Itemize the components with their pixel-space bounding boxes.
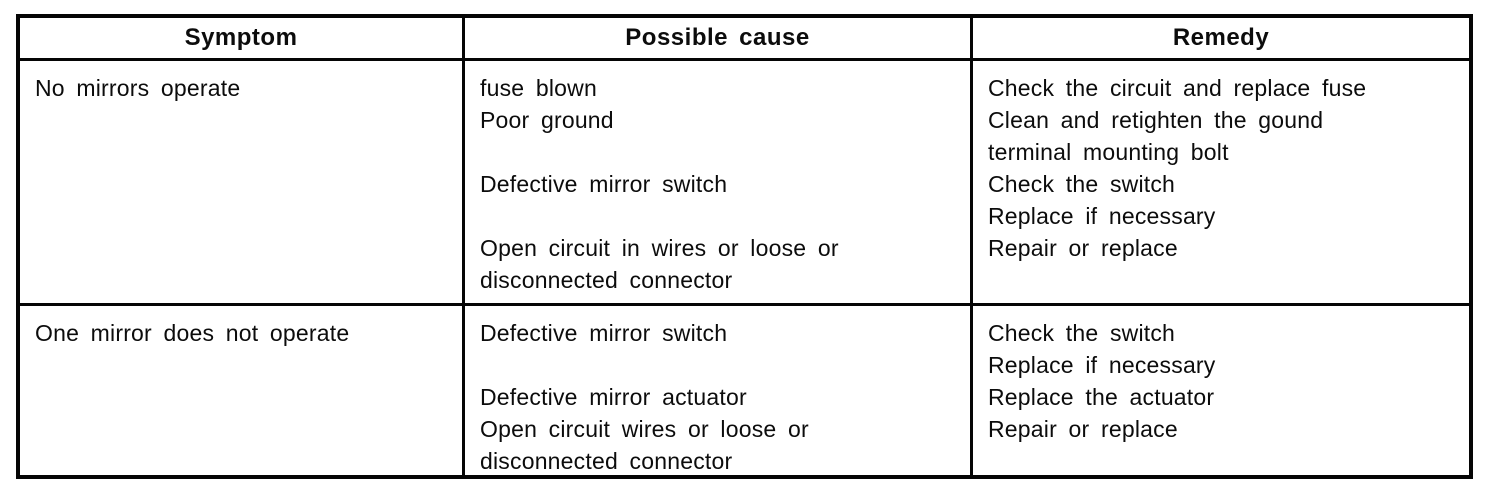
- cell-line-text: Replace if necessary: [988, 352, 1216, 378]
- cell-line-text: Open circuit wires or loose or: [480, 416, 809, 442]
- cell-line-text: Open circuit in wires or loose or: [480, 235, 839, 261]
- cell-line-text: Defective mirror switch: [480, 320, 728, 346]
- cell-line-text: Clean and retighten the gound: [988, 107, 1324, 133]
- cell-line-text: Replace the actuator: [988, 384, 1215, 410]
- column-header-symptom: Symptom: [20, 18, 465, 61]
- blank-line: [480, 200, 960, 232]
- cell-line-text: Defective mirror actuator: [480, 384, 747, 410]
- symptom-cell: No mirrors operate: [20, 61, 465, 306]
- blank-line: [480, 136, 960, 168]
- cell-line-text: Repair or replace: [988, 416, 1178, 442]
- cell-line-text: Repair or replace: [988, 235, 1178, 261]
- blank-line: [480, 349, 960, 381]
- symptom-text: One mirror does not operate: [35, 320, 350, 346]
- cell-line-text: terminal mounting bolt: [988, 139, 1229, 165]
- cell-line-text: Defective mirror switch: [480, 171, 728, 197]
- column-header-possible-cause: Possible cause: [465, 18, 973, 61]
- cell-line-text: disconnected connector: [480, 267, 733, 293]
- possible-cause-cell: Defective mirror switch Defective mirror…: [465, 306, 973, 475]
- cell-line-text: fuse blown: [480, 75, 597, 101]
- column-header-remedy: Remedy: [973, 18, 1469, 61]
- symptom-cell: One mirror does not operate: [20, 306, 465, 475]
- troubleshooting-table: Symptom Possible cause Remedy No mirrors…: [16, 14, 1473, 479]
- cell-line-text: disconnected connector: [480, 448, 733, 474]
- cell-line-text: Replace if necessary: [988, 203, 1216, 229]
- symptom-text: No mirrors operate: [35, 75, 241, 101]
- cell-line-text: Check the switch: [988, 320, 1176, 346]
- cell-line-text: Check the switch: [988, 171, 1176, 197]
- cell-line-text: Poor ground: [480, 107, 614, 133]
- cell-line-text: Check the circuit and replace fuse: [988, 75, 1367, 101]
